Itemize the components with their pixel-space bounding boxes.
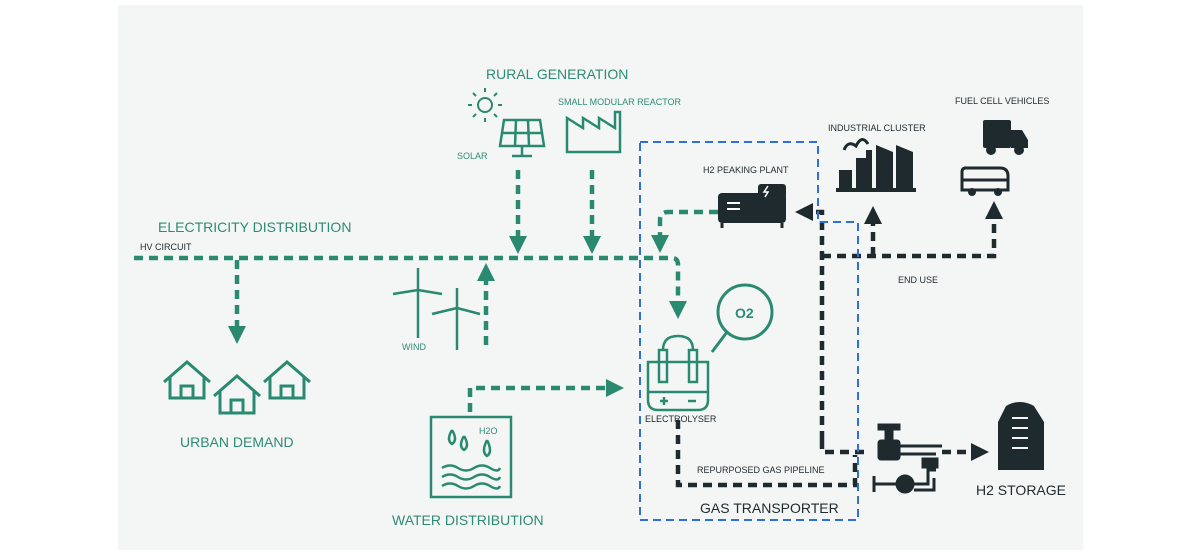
house-icon [163, 360, 311, 415]
rural-generation-label: RURAL GENERATION [486, 66, 628, 82]
water-flow [467, 379, 624, 412]
fuel-cell-vehicles-label: FUEL CELL VEHICLES [955, 96, 1049, 106]
industrial-cluster-label: INDUSTRIAL CLUSTER [828, 123, 926, 133]
sun-icon [468, 88, 502, 122]
solar-panel-icon [498, 118, 546, 158]
industrial-cluster-icon [836, 138, 916, 192]
h2-peaking-plant-label: H2 PEAKING PLANT [703, 165, 789, 175]
storage-trunk-flow [819, 440, 870, 455]
h2o-label: H2O [479, 426, 498, 436]
wind-turbine-icon [392, 268, 481, 350]
van-icon [960, 166, 1010, 196]
o2-label: O2 [735, 305, 754, 321]
water-tank-icon [429, 415, 513, 499]
urban-demand-label: URBAN DEMAND [180, 434, 294, 450]
peaking-plant-icon [718, 184, 786, 228]
end-use-flow [822, 201, 1003, 259]
electrolyser-label: ELECTROLYSER [645, 414, 717, 424]
storage-tank-icon [998, 402, 1044, 470]
wind-label: WIND [402, 342, 426, 352]
truck-icon [983, 120, 1028, 155]
smr-label: SMALL MODULAR REACTOR [558, 97, 682, 107]
repurposed-gas-pipeline-label: REPURPOSED GAS PIPELINE [697, 465, 825, 475]
water-distribution-label: WATER DISTRIBUTION [392, 512, 544, 528]
solar-label: SOLAR [457, 151, 488, 161]
valve-icon [872, 423, 942, 494]
hv-circuit-line [134, 255, 687, 319]
peaking-plant-flow [651, 209, 718, 253]
h2-storage-label: H2 STORAGE [976, 482, 1066, 498]
electrolyser-icon [646, 334, 710, 412]
factory-icon [565, 110, 622, 154]
electricity-distribution-label: ELECTRICITY DISTRIBUTION [158, 219, 351, 235]
gas-transporter-label: GAS TRANSPORTER [700, 500, 839, 516]
hv-circuit-label: HV CIRCUIT [140, 242, 192, 252]
end-use-label: END USE [898, 275, 938, 285]
pipeline-flow [675, 420, 858, 488]
gas-trunk-flow [795, 203, 825, 440]
gas-transporter-box [639, 141, 859, 521]
o2-bubble-icon [710, 283, 774, 353]
